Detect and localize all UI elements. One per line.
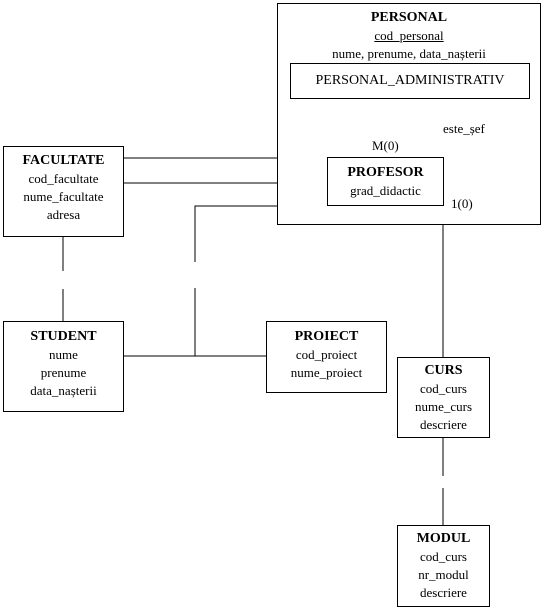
entity-curs-attribute: nume_curs [414, 399, 473, 414]
entity-proiect: PROIECT cod_proiect nume_proiect [266, 321, 387, 393]
entity-facultate: FACULTATE cod_facultate nume_facultate a… [3, 146, 124, 237]
entity-facultate-attribute: cod_facultate [28, 171, 99, 186]
entity-proiect-attribute: nume_proiect [290, 365, 363, 380]
entity-profesor-attribute: grad_didactic [350, 183, 421, 198]
entity-curs-attribute: cod_curs [420, 381, 467, 396]
entity-student-title: STUDENT [30, 329, 97, 344]
entity-proiect-attribute: cod_proiect [295, 347, 358, 362]
entity-modul: MODUL cod_curs nr_modul descriere [397, 525, 490, 607]
entity-student: STUDENT nume prenume data_nașterii [3, 321, 124, 412]
entity-facultate-title: FACULTATE [22, 153, 105, 168]
entity-curs: CURS cod_curs nume_curs descriere [397, 357, 490, 438]
entity-facultate-attribute: adresa [46, 207, 81, 222]
entity-personal-title: PERSONAL [370, 10, 448, 25]
entity-student-attribute: data_nașterii [30, 383, 97, 398]
entity-personal-administrativ-title: PERSONAL_ADMINISTRATIV [315, 73, 505, 88]
entity-curs-attribute: descriere [420, 417, 467, 432]
entity-modul-attribute: nr_modul [418, 567, 469, 582]
entity-student-attribute: prenume [40, 365, 87, 380]
entity-profesor: PROFESOR grad_didactic [327, 157, 444, 206]
entity-personal-administrativ: PERSONAL_ADMINISTRATIV [290, 63, 530, 99]
entity-profesor-title: PROFESOR [347, 165, 424, 180]
entity-modul-attribute: descriere [420, 585, 467, 600]
entity-student-attribute: nume [49, 347, 78, 362]
entity-personal-key: cod_personal [374, 28, 444, 43]
cardinality-one: 1(0) [451, 196, 473, 211]
entity-facultate-attribute: nume_facultate [23, 189, 104, 204]
entity-personal-attributes: nume, prenume, data_nașterii [332, 46, 486, 61]
cardinality-many: M(0) [372, 138, 399, 153]
relationship-label-este-sef: este_șef [443, 121, 485, 136]
entity-curs-title: CURS [424, 363, 463, 378]
entity-proiect-title: PROIECT [294, 329, 359, 344]
entity-modul-attribute: cod_curs [420, 549, 467, 564]
entity-modul-title: MODUL [416, 531, 471, 546]
